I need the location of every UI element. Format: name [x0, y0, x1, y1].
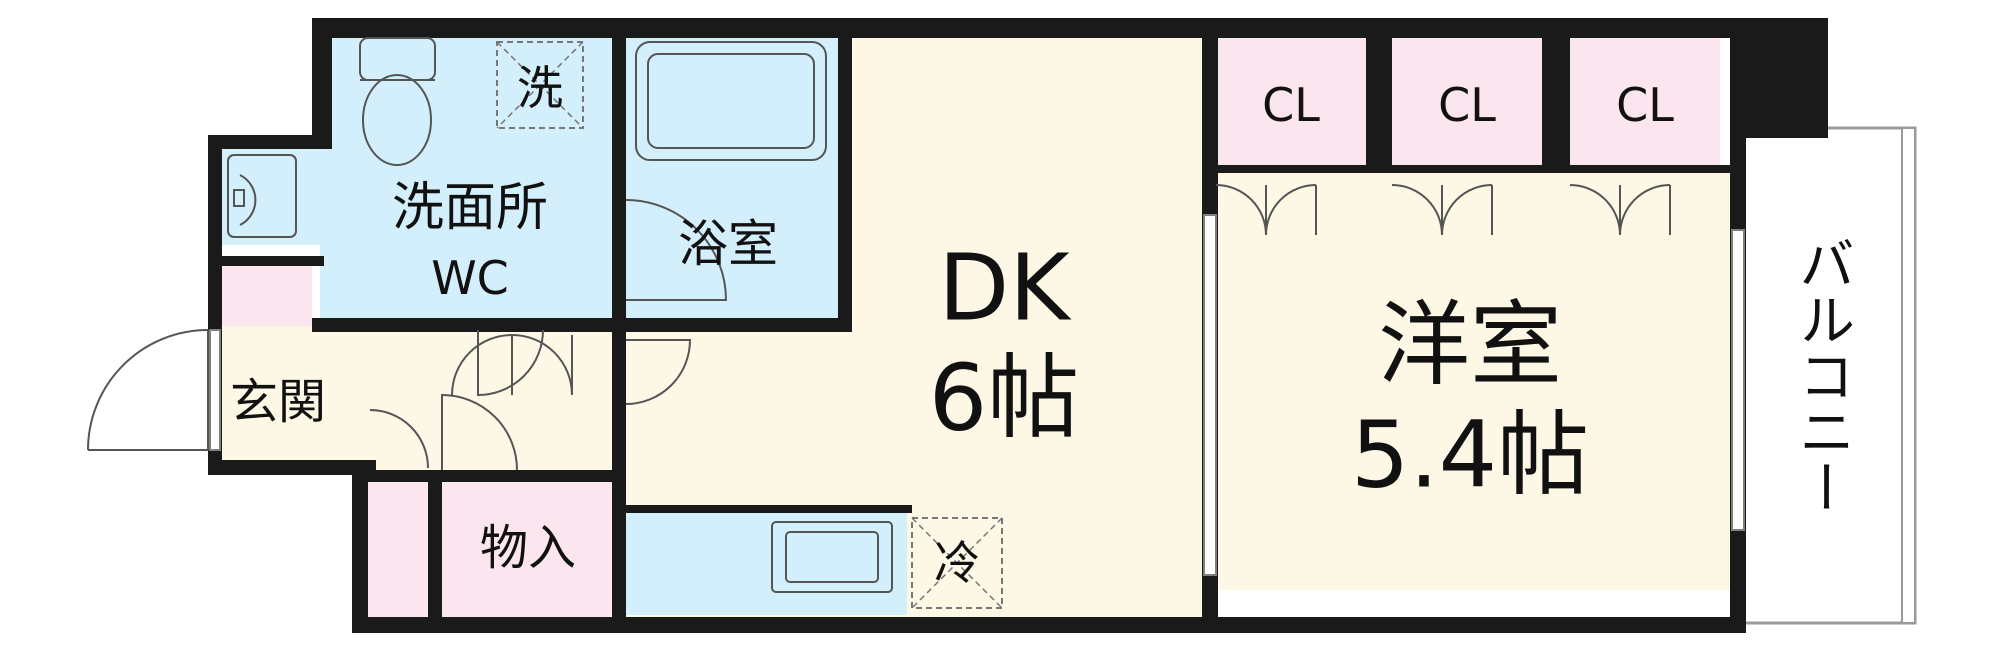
- kitchen-sink-fixture: [771, 521, 893, 593]
- genkan-floor: [212, 325, 372, 465]
- closet-3: [1570, 38, 1720, 168]
- balcony-label: バルコニー: [1790, 235, 1855, 515]
- genkan-label: 玄関: [230, 374, 326, 430]
- yoshitsu-label: 洋室: [1378, 292, 1562, 399]
- wc-label: WC: [431, 251, 509, 305]
- closet-2: [1392, 38, 1542, 168]
- dk-size-label: 6帖: [929, 345, 1080, 452]
- balcony: [1738, 126, 1917, 625]
- kitchen-counter: [622, 510, 907, 615]
- windows: [209, 214, 1745, 576]
- monoire-label: 物入: [480, 520, 576, 576]
- washer-label: 洗: [517, 61, 563, 115]
- closet-3-label: CL: [1616, 78, 1674, 132]
- fridge-label: 冷: [934, 536, 980, 590]
- closet-1-label: CL: [1262, 78, 1320, 132]
- closet-1: [1216, 38, 1366, 168]
- shoe-box: [222, 258, 312, 326]
- storage-small: [368, 475, 428, 625]
- hallway-floor: [362, 325, 622, 470]
- senmenjo-label: 洗面所: [392, 178, 548, 238]
- fridge-space: [911, 517, 1003, 609]
- washer-space: [496, 41, 584, 129]
- sink-niche-floor: [220, 145, 325, 245]
- yoshitsu-floor: [1202, 170, 1742, 590]
- toilet-fixture: [359, 37, 436, 166]
- bathtub-fixture: [635, 41, 827, 161]
- dk-label: DK: [938, 235, 1072, 342]
- door-swings: [87, 184, 1671, 471]
- closet-2-label: CL: [1438, 78, 1496, 132]
- washbasin-fixture: [227, 154, 297, 238]
- monoire-floor: [442, 475, 617, 625]
- yokushitsu-floor: [618, 28, 843, 330]
- senmenjo-floor: [320, 28, 618, 330]
- yoshitsu-size-label: 5.4帖: [1351, 402, 1589, 509]
- yokushitsu-label: 浴室: [678, 215, 778, 273]
